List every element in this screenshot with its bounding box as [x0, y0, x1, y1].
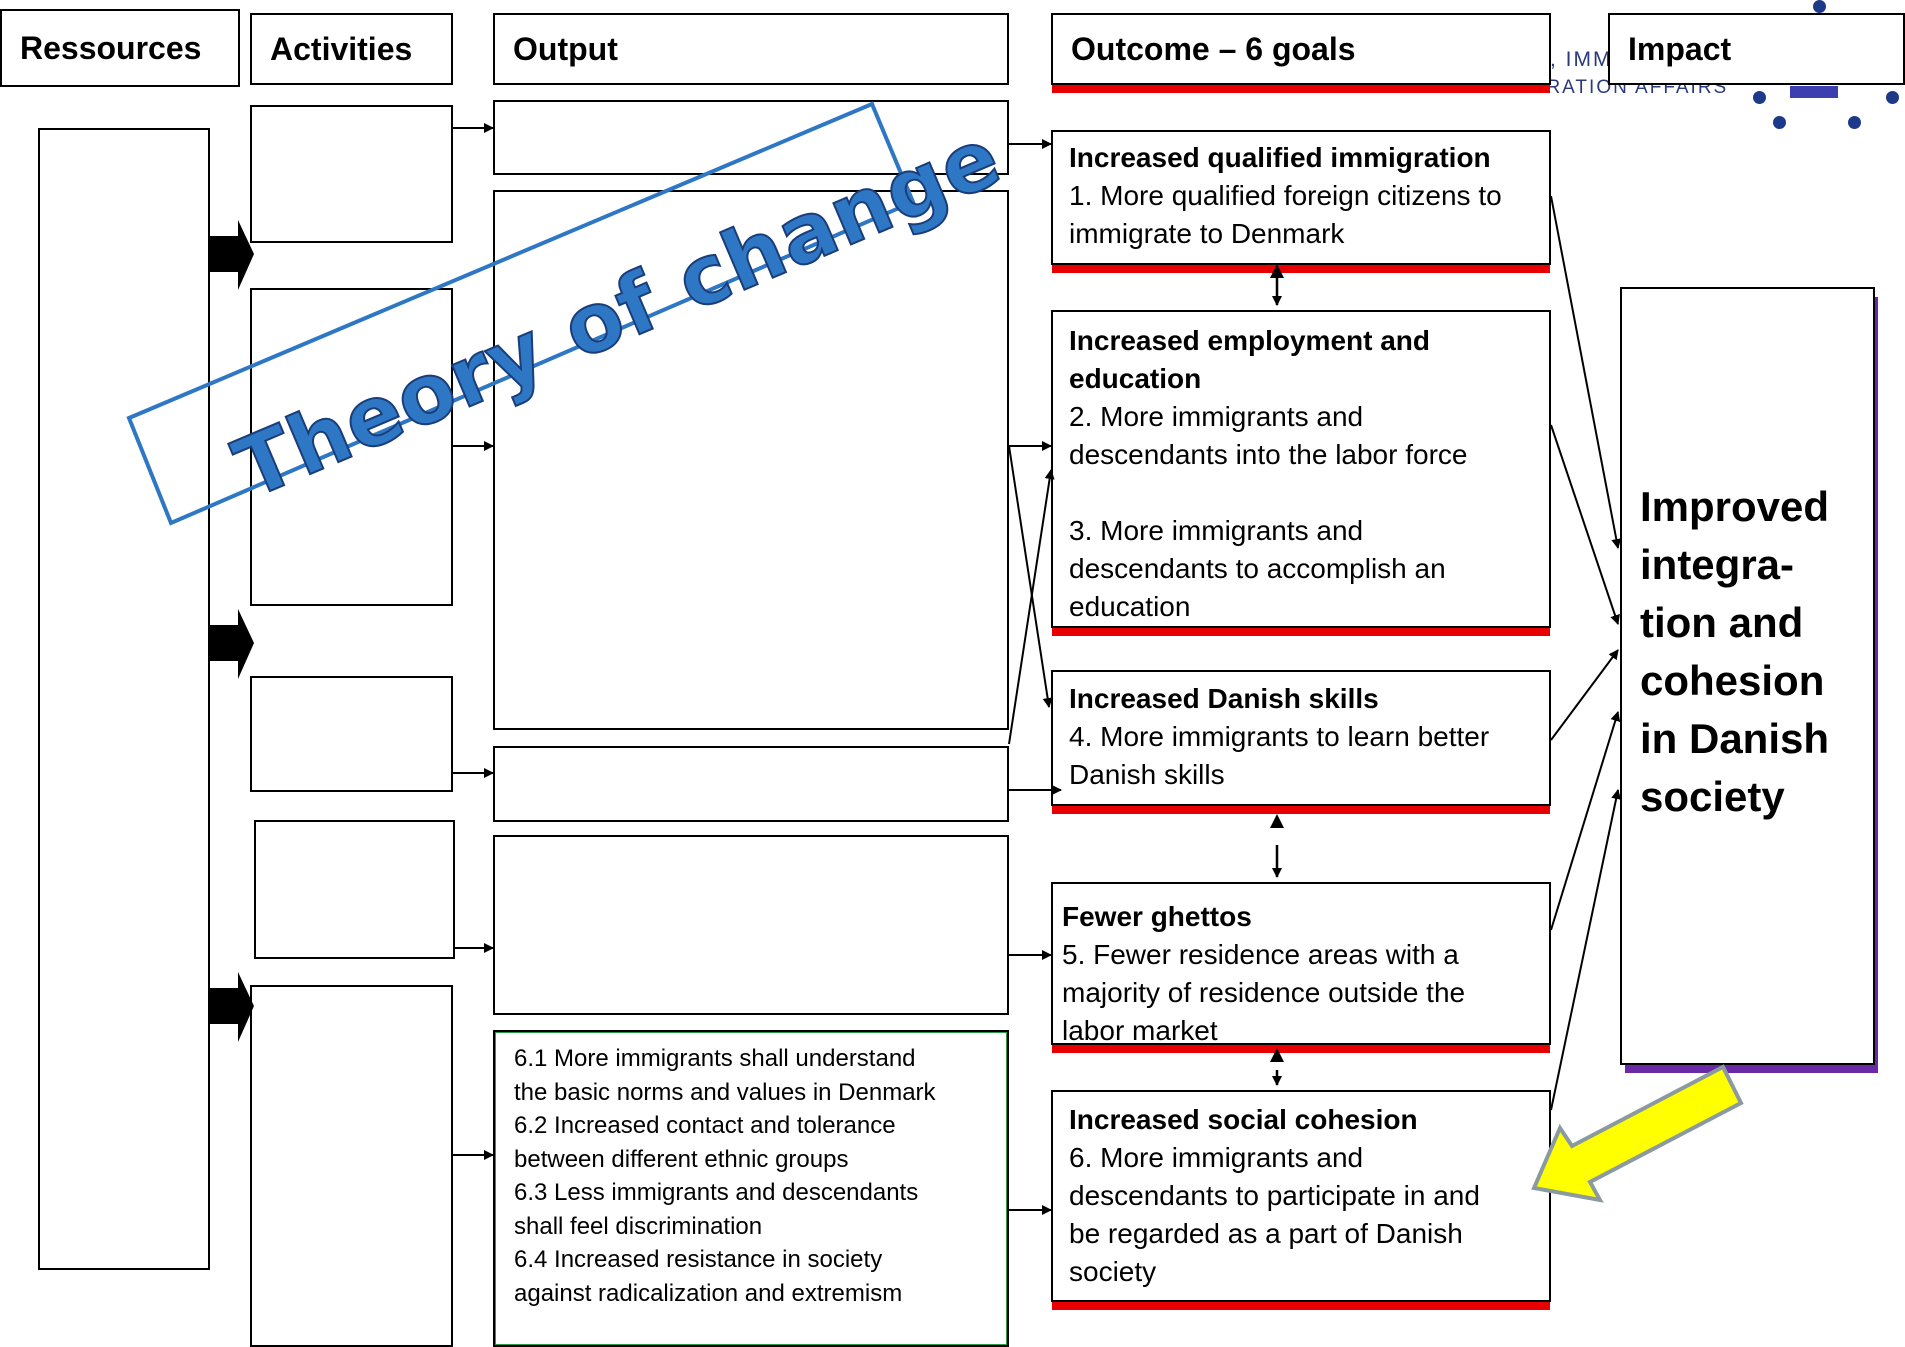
header-output: Output [493, 13, 1009, 85]
activity-box-1 [250, 105, 453, 243]
output-box-3 [493, 746, 1009, 822]
header-outcome: Outcome – 6 goals [1051, 13, 1551, 85]
outcome-5-text: Increased social cohesion 6. More immigr… [1069, 1104, 1480, 1287]
outcome-box-3 [1051, 670, 1551, 806]
outcome-box-5 [1051, 1090, 1551, 1302]
output-box-goal6 [493, 1030, 1009, 1347]
outcome-box-2 [1051, 310, 1551, 628]
block-arrow-1 [210, 220, 254, 290]
outcome-box-4 [1051, 882, 1551, 1045]
output-box-4 [493, 835, 1009, 1015]
output-goal6-text: 6.1 More immigrants shall understand the… [514, 1045, 936, 1307]
resources-box [38, 128, 210, 1270]
output-box-1 [493, 100, 1009, 175]
outcome-2-text: Increased employment and education 2. Mo… [1069, 325, 1468, 622]
block-arrow-3 [210, 972, 254, 1042]
header-resources: Ressources [0, 9, 240, 87]
outcome-1-text: Increased qualified immigration 1. More … [1069, 142, 1502, 249]
activity-box-5 [250, 985, 453, 1347]
stamp-frame [126, 101, 916, 526]
ministry-name-fragment: , IMM [1550, 48, 1613, 71]
outcome-3-text: Increased Danish skills 4. More immigran… [1069, 683, 1490, 790]
highlight-arrow [1531, 1064, 1744, 1203]
block-arrow-2 [210, 609, 254, 679]
outcome-4-text: Fewer ghettos 5. Fewer residence areas w… [1062, 901, 1466, 1046]
header-activities: Activities [250, 13, 453, 85]
output-box-2 [493, 190, 1009, 730]
outcome-box-1 [1051, 130, 1551, 265]
activity-box-3 [250, 676, 453, 792]
impact-text: Improved integra- tion and cohesion in D… [1640, 483, 1830, 820]
impact-box [1620, 287, 1875, 1065]
header-impact: Impact [1608, 13, 1905, 85]
activity-box-4 [254, 820, 455, 959]
